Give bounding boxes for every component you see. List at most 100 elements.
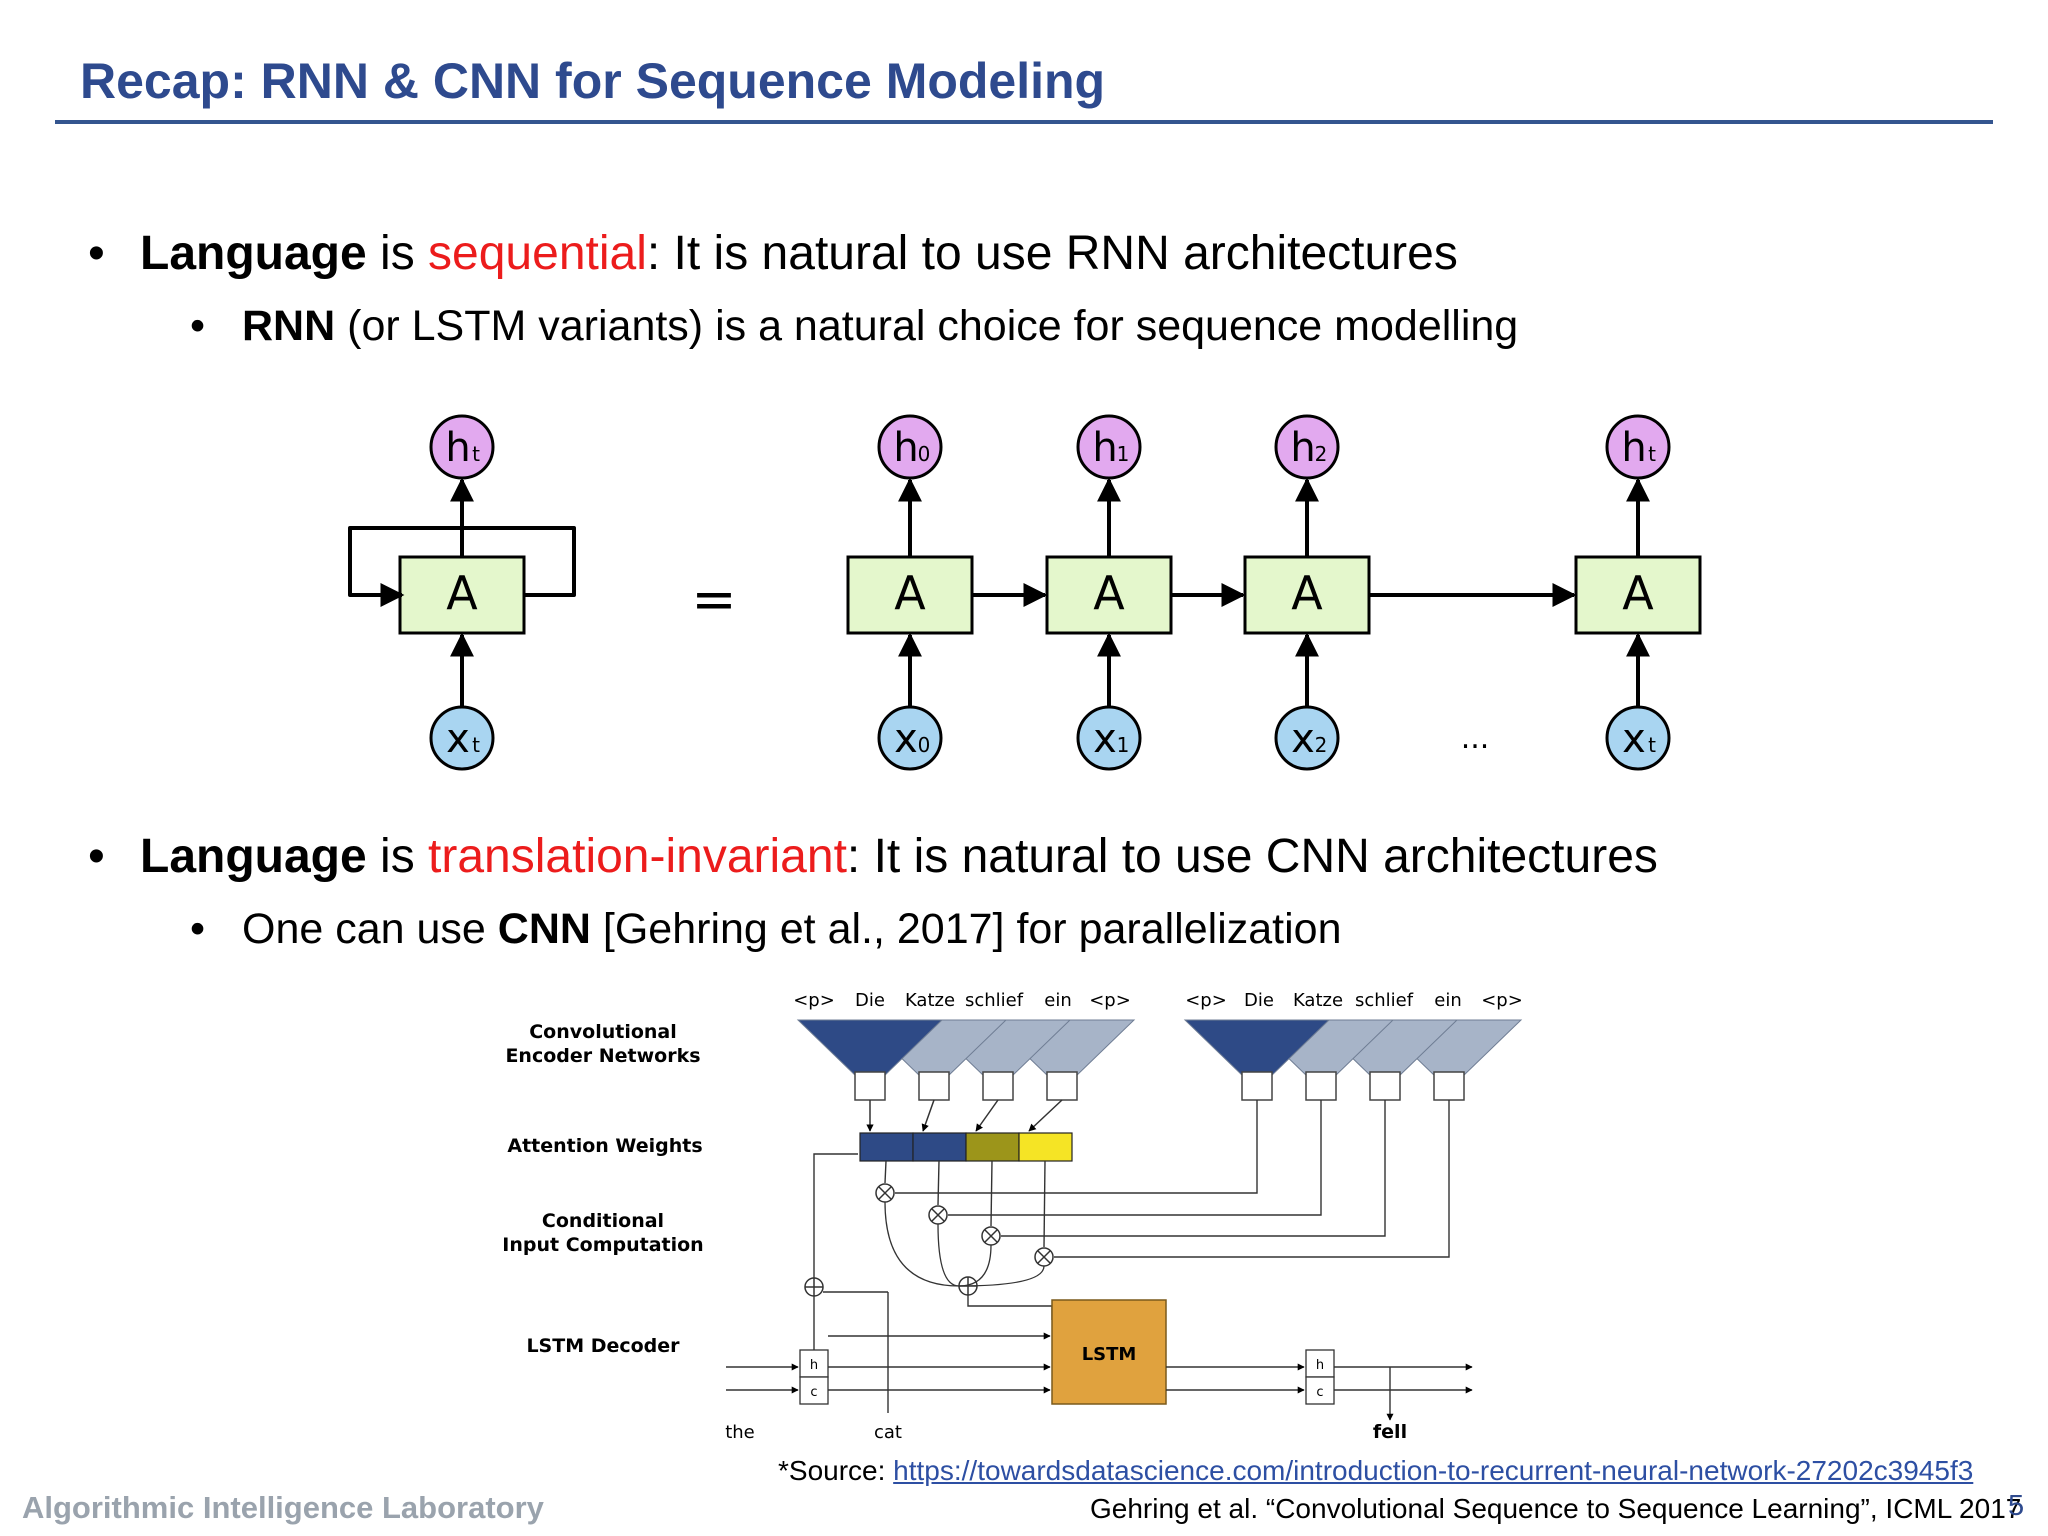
unrolled-x-node-1-subscript: 1 <box>1117 733 1130 757</box>
source-token-left-3: schlief <box>965 990 1024 1011</box>
row-label-3: Conditional <box>542 1210 664 1232</box>
unrolled-cell-3-box <box>1574 555 1702 635</box>
right-encoder-state-1 <box>1305 1071 1337 1101</box>
decoder-word-fell: fell <box>1373 1421 1407 1443</box>
sub-bullet-marker: • <box>190 302 206 350</box>
value-line-3 <box>1054 1100 1450 1258</box>
footer-lab-name: Algorithmic Intelligence Laboratory <box>22 1490 544 1525</box>
bullet-rest: : It is natural to use RNN architectures <box>646 227 1458 280</box>
sub-bullet-pre: One can use <box>242 905 498 953</box>
unrolled-x-node-2-subscript: 2 <box>1315 733 1328 757</box>
mul-to-sum-1 <box>937 1223 960 1287</box>
unrolled-cell-0-label: A <box>894 566 926 620</box>
value-line-1 <box>948 1100 1322 1216</box>
prev-state-c-box <box>799 1376 829 1405</box>
unrolled-h-node-2-label: h <box>1290 425 1315 471</box>
multiply-node-3 <box>1034 1247 1054 1267</box>
row-label-1: Encoder Networks <box>505 1045 700 1067</box>
unrolled-h-node-0: h0 <box>877 414 943 480</box>
next-state-c-label: c <box>1316 1385 1323 1400</box>
decoder-word-cat: cat <box>874 1422 902 1443</box>
left-encoder-state-0 <box>854 1071 886 1101</box>
sub-bullet-rest: [Gehring et al., 2017] for parallelizati… <box>590 905 1342 953</box>
mul-to-sum-0 <box>884 1201 960 1287</box>
next-state-h-label: h <box>1316 1358 1324 1373</box>
attn-to-mul-2 <box>990 1160 993 1227</box>
source-token-left-5: <p> <box>1089 990 1131 1011</box>
source-token-right-3: schlief <box>1355 990 1414 1011</box>
unrolled-x-node-0-subscript: 0 <box>918 733 931 757</box>
rolled-loop-arrow <box>348 526 576 607</box>
enc-to-attn-3 <box>1028 1099 1063 1132</box>
residual-sum-node <box>804 1277 824 1297</box>
value-line-0 <box>895 1100 1258 1194</box>
row-label-5: LSTM Decoder <box>526 1335 680 1357</box>
lstm-rect <box>1051 1299 1167 1405</box>
attn-to-mul-0 <box>884 1160 887 1184</box>
source-token-left-4: ein <box>1044 990 1071 1011</box>
ellipsis: ... <box>1461 721 1490 756</box>
rolled-h-node-subscript: t <box>472 442 480 466</box>
unrolled-h-node-1-label: h <box>1092 425 1117 471</box>
unrolled-h-node-2: h2 <box>1274 414 1340 480</box>
multiply-x-3 <box>1037 1250 1051 1264</box>
row-label-2: Attention Weights <box>507 1135 702 1157</box>
unrolled-cell-1: A <box>1045 555 1173 635</box>
row-label-4: Input Computation <box>502 1234 703 1256</box>
unrolled-x-node-3-subscript: t <box>1648 733 1656 757</box>
mul-to-sum-3 <box>958 1265 1045 1287</box>
prev-state-c-label: c <box>810 1385 817 1400</box>
source-token-right-1: Die <box>1244 990 1274 1011</box>
source-link[interactable]: https://towardsdatascience.com/introduct… <box>893 1455 1974 1486</box>
bullet-highlight: translation-invariant <box>428 830 847 883</box>
left-encoder-state-3 <box>1046 1071 1078 1101</box>
sub-bullet-cnn: One can use CNN [Gehring et al., 2017] f… <box>242 905 1342 954</box>
right-encoder-state-0 <box>1241 1071 1273 1101</box>
sub-bullet-rest: (or LSTM variants) is a natural choice f… <box>335 302 1519 350</box>
lstm-box: LSTM <box>1051 1299 1167 1405</box>
source-token-right-5: <p> <box>1481 990 1523 1011</box>
unrolled-h-node-3-subscript: t <box>1648 442 1656 466</box>
right-encoder-state-3 <box>1433 1071 1465 1101</box>
unrolled-h-node-0-subscript: 0 <box>918 442 931 466</box>
source-label: *Source: <box>778 1455 894 1486</box>
citation: Gehring et al. “Convolutional Sequence t… <box>1090 1493 2022 1524</box>
unrolled-x-node-2-label: x <box>1291 716 1315 762</box>
multiply-x-1 <box>931 1208 945 1222</box>
bullet-connector: is <box>366 830 429 883</box>
unrolled-x-node-0-label: x <box>894 716 918 762</box>
prev-state-h-box <box>799 1349 829 1378</box>
unrolled-h-node-3-label: h <box>1621 425 1646 471</box>
value-line-2 <box>1001 1100 1386 1237</box>
attention-weight-2 <box>965 1132 1020 1162</box>
multiply-x-0 <box>878 1186 892 1200</box>
bullet-marker: • <box>88 227 105 280</box>
unrolled-h-node-1: h1 <box>1076 414 1142 480</box>
unrolled-x-node-3-label: x <box>1622 716 1646 762</box>
attention-weight-0 <box>859 1132 914 1162</box>
title-underline <box>55 120 1993 124</box>
page-number: 5 <box>2008 1490 2025 1522</box>
unrolled-cell-2: A <box>1243 555 1371 635</box>
unrolled-x-node-1-label: x <box>1093 716 1117 762</box>
sub-bullet-rnn: RNN (or LSTM variants) is a natural choi… <box>242 302 1518 351</box>
unrolled-cell-3: A <box>1574 555 1702 635</box>
sub-bullet-bold-term: CNN <box>497 905 591 953</box>
bullet-translation-invariant: Language is translation-invariant: It is… <box>140 829 1658 884</box>
source-token-right-2: Katze <box>1293 990 1343 1011</box>
residual-sum-plus <box>805 1278 823 1296</box>
rolled-x-node-subscript: t <box>472 733 480 757</box>
rolled-x-node-label: x <box>446 716 470 762</box>
bullet-rest: : It is natural to use CNN architectures <box>846 830 1658 883</box>
unrolled-cell-2-label: A <box>1291 566 1323 620</box>
sub-bullet-marker: • <box>190 905 206 953</box>
source-token-right-0: <p> <box>1185 990 1227 1011</box>
next-state-c-box <box>1305 1376 1335 1405</box>
unrolled-h-node-2-subscript: 2 <box>1315 442 1328 466</box>
bullet-bold-term: Language <box>140 830 367 883</box>
residual-to-attn <box>813 1153 858 1278</box>
